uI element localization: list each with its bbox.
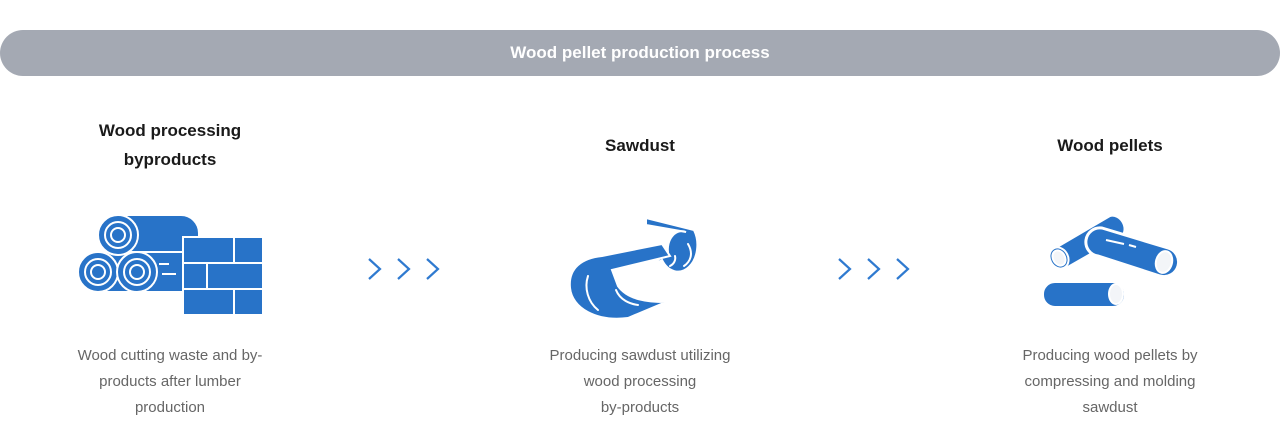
step-description: Wood cutting waste and by- products afte…	[40, 343, 300, 421]
step-title: Wood pellets	[980, 131, 1240, 160]
desc-line: compressing and molding	[1024, 373, 1196, 390]
step-title: Wood processing byproducts	[40, 116, 300, 174]
step-description: Producing wood pellets by compressing an…	[980, 343, 1240, 421]
desc-line: by-products	[600, 399, 680, 416]
desc-line: production	[134, 399, 206, 416]
desc-line: Wood cutting waste and by-	[77, 347, 263, 364]
desc-line: Producing sawdust utilizing	[549, 347, 731, 364]
desc-line: wood processing	[583, 373, 697, 390]
logs-and-bricks-icon	[77, 214, 264, 316]
sawdust-rolls-icon	[568, 216, 699, 320]
arrow-chevrons-icon	[838, 258, 910, 280]
title-line: Wood processing	[98, 121, 242, 140]
desc-line: sawdust	[1082, 399, 1138, 416]
title-line: Wood pellets	[1057, 136, 1163, 155]
title-line: Sawdust	[605, 136, 675, 155]
pellets-icon	[1042, 214, 1181, 308]
process-banner: Wood pellet production process	[0, 30, 1280, 76]
arrow-chevrons-icon	[368, 258, 440, 280]
desc-line: products after lumber	[99, 373, 241, 390]
step-description: Producing sawdust utilizing wood process…	[510, 343, 770, 421]
desc-line: Producing wood pellets by	[1022, 347, 1198, 364]
banner-title: Wood pellet production process	[510, 43, 770, 62]
title-line: byproducts	[123, 150, 217, 169]
step-title: Sawdust	[510, 131, 770, 160]
